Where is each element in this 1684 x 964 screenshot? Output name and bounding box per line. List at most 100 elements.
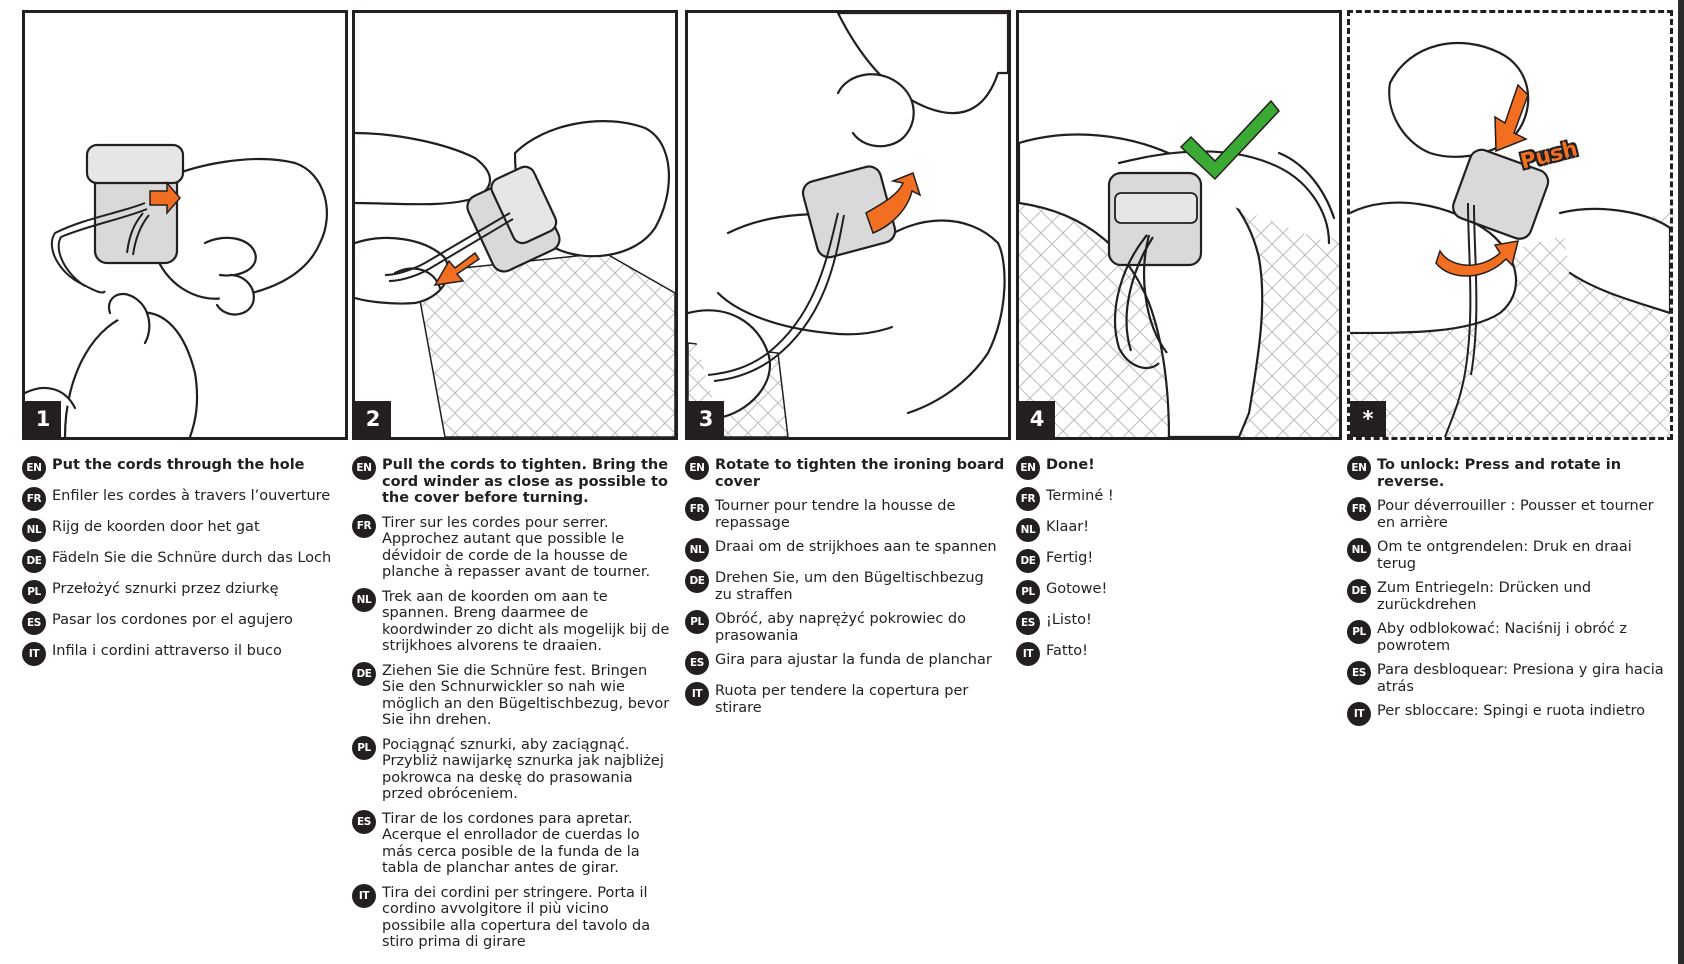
- unlock-illustration: Push *: [1347, 10, 1673, 440]
- instruction-text: Para desbloquear: Presiona y gira hacia …: [1377, 662, 1664, 695]
- step-4-drawing: [1019, 99, 1339, 437]
- instruction-text: Per sbloccare: Spingi e ruota indietro: [1377, 703, 1646, 719]
- language-badge: ES: [1347, 661, 1371, 685]
- instruction-text: Om te ontgrendelen: Druk en draai terug: [1377, 539, 1632, 572]
- language-badge: IT: [685, 682, 709, 706]
- language-badge: IT: [22, 642, 46, 666]
- instruction-text: Ziehen Sie die Schnüre fest. Bringen Sie…: [382, 662, 670, 729]
- language-badge: EN: [22, 456, 46, 480]
- language-badge: FR: [1347, 497, 1371, 521]
- instruction-text: Tourner pour tendre la housse de repassa…: [715, 498, 956, 531]
- instruction-text: Klaar!: [1046, 519, 1090, 535]
- instruction-text: Rijg de koorden door het gat: [52, 519, 260, 535]
- instruction-text: Enfiler les cordes à travers l’ouverture: [52, 488, 331, 504]
- instruction-fr: FR Enfiler les cordes à travers l’ouvertu…: [22, 487, 337, 511]
- language-badge: ES: [22, 611, 46, 635]
- language-badge: PL: [685, 610, 709, 634]
- instruction-text: Pull the cords to tighten. Bring the cor…: [382, 457, 669, 506]
- step-1-illustration: 1: [22, 10, 348, 440]
- instruction-text: Tira dei cordini per stringere. Porta il…: [382, 884, 651, 951]
- language-badge: ES: [1016, 611, 1040, 635]
- instruction-text: Draai om de strijkhoes aan te spannen: [715, 539, 997, 555]
- step-number: 2: [355, 401, 391, 437]
- instruction-pl: PL Przełożyć sznurki przez dziurkę: [22, 580, 337, 604]
- language-badge: FR: [352, 513, 376, 538]
- language-badge: PL: [1016, 580, 1040, 604]
- language-badge: ES: [352, 809, 376, 834]
- language-badge: EN: [1347, 456, 1371, 480]
- instruction-text: Terminé !: [1046, 488, 1114, 504]
- step-1-drawing: [25, 143, 328, 437]
- step-number: *: [1350, 401, 1386, 437]
- instruction-text: To unlock: Press and rotate in reverse.: [1377, 457, 1622, 490]
- step-3-drawing: [688, 13, 1008, 437]
- language-badge: DE: [1016, 549, 1040, 573]
- language-badge: IT: [352, 883, 376, 908]
- language-badge: FR: [1016, 487, 1040, 511]
- instruction-text: Przełożyć sznurki przez dziurkę: [52, 581, 279, 597]
- language-badge: EN: [1016, 456, 1040, 480]
- language-badge: DE: [352, 661, 376, 686]
- instruction-it: IT Per sbloccare: Spingi e ruota indietro: [1347, 702, 1672, 726]
- instruction-text: Trek aan de koorden om aan te spannen. B…: [382, 588, 670, 655]
- language-badge: PL: [352, 735, 376, 760]
- language-badge: NL: [685, 538, 709, 562]
- instruction-text: Pociągnąć sznurki, aby zaciągnąć. Przybl…: [382, 736, 664, 803]
- instruction-text: Zum Entriegeln: Drücken und zurückdrehen: [1377, 580, 1592, 613]
- language-badge: IT: [1347, 702, 1371, 726]
- step-3-illustration: 3: [685, 10, 1011, 440]
- language-badge: FR: [685, 497, 709, 521]
- instruction-text: Aby odblokować: Naciśnij i obróć z powro…: [1377, 621, 1628, 654]
- instruction-nl: NL Draai om de strijkhoes aan te spannen: [685, 538, 1005, 562]
- instruction-nl: NL Klaar!: [1016, 518, 1316, 542]
- instruction-it: IT Infila i cordini attraverso il buco: [22, 642, 337, 666]
- language-badge: DE: [1347, 579, 1371, 603]
- language-badge: NL: [352, 587, 376, 612]
- instruction-text: Tirer sur les cordes pour serrer. Approc…: [382, 514, 651, 581]
- page-edge: [1678, 0, 1684, 964]
- instruction-text: Pour déverrouiller : Pousser et tourner …: [1377, 498, 1654, 531]
- language-badge: NL: [1016, 518, 1040, 542]
- language-badge: NL: [1347, 538, 1371, 562]
- instruction-text: Ruota per tendere la copertura per stira…: [715, 683, 969, 716]
- instruction-text: ¡Listo!: [1046, 612, 1092, 628]
- step-2-illustration: 2: [352, 10, 678, 440]
- language-badge: PL: [1347, 620, 1371, 644]
- language-badge: FR: [22, 487, 46, 511]
- instruction-text: Fatto!: [1046, 643, 1088, 659]
- unlock-drawing: [1350, 41, 1670, 437]
- step-4-illustration: 4: [1016, 10, 1342, 440]
- step-2-drawing: [355, 120, 675, 437]
- instruction-es: ES ¡Listo!: [1016, 611, 1316, 635]
- language-badge: PL: [22, 580, 46, 604]
- instruction-text: Infila i cordini attraverso il buco: [52, 643, 282, 659]
- language-badge: DE: [22, 549, 46, 573]
- step-number: 3: [688, 401, 724, 437]
- step-number: 4: [1019, 401, 1055, 437]
